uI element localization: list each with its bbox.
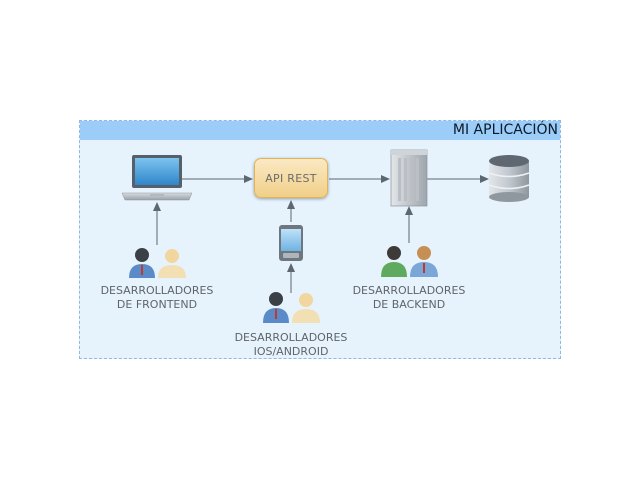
api-rest-label: API REST — [265, 171, 317, 185]
developers-icon — [263, 292, 320, 323]
backend-devs-line1: DESARROLLADORES — [352, 284, 466, 297]
api-rest-box: API REST — [254, 158, 328, 198]
frontend-devs-label: DESARROLLADORES DE FRONTEND — [92, 284, 222, 312]
mobile-devs-line1: DESARROLLADORES — [234, 331, 348, 344]
smartphone-icon — [279, 225, 303, 261]
backend-devs-line2: DE BACKEND — [372, 298, 446, 311]
developers-icon — [129, 248, 186, 278]
developers-icon — [381, 246, 438, 277]
mobile-devs-line2: IOS/ANDROID — [253, 345, 329, 358]
frame-title: MI APLICACIÓN — [452, 122, 558, 138]
frame-header: MI APLICACIÓN — [80, 121, 560, 140]
mobile-devs-label: DESARROLLADORES IOS/ANDROID — [226, 331, 356, 359]
laptop-icon — [121, 155, 193, 201]
server-icon — [390, 149, 428, 207]
frontend-devs-line2: DE FRONTEND — [116, 298, 198, 311]
frontend-devs-line1: DESARROLLADORES — [100, 284, 214, 297]
backend-devs-label: DESARROLLADORES DE BACKEND — [344, 284, 474, 312]
database-icon — [488, 155, 530, 202]
